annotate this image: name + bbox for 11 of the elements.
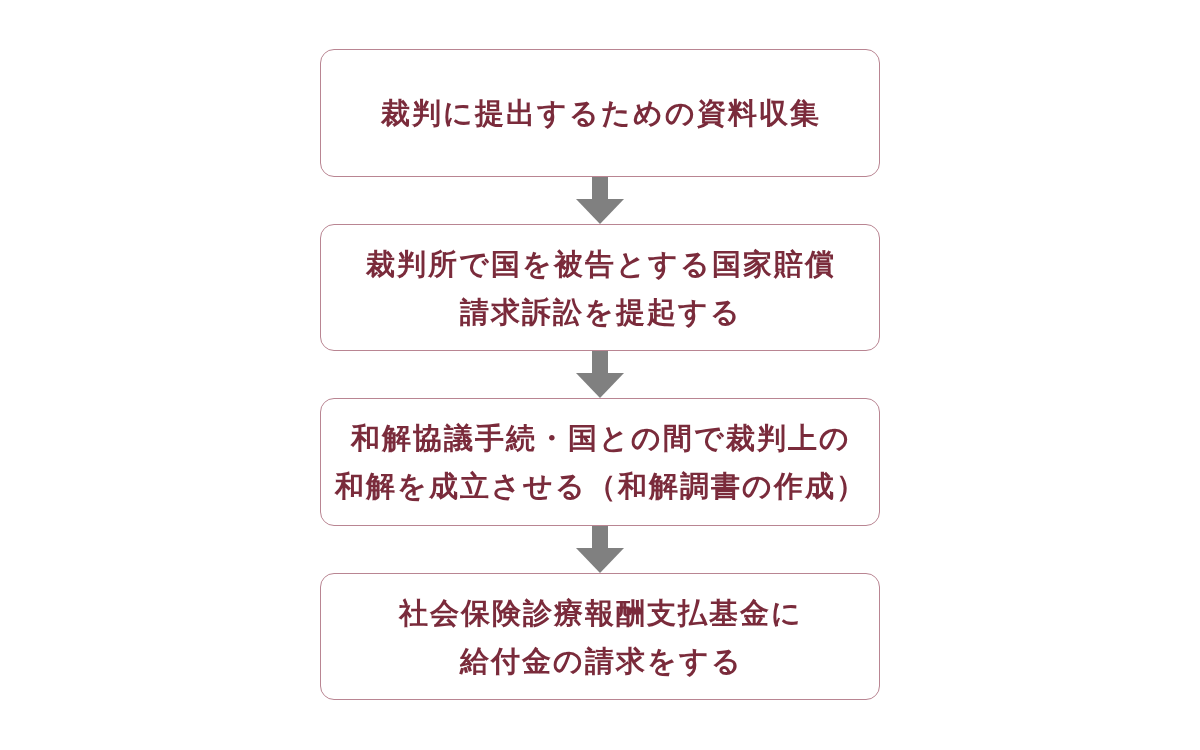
process-box (320, 573, 880, 700)
step-text: 社会保険診療報酬支払基金に給付金の請求をする (397, 594, 803, 680)
process-box (320, 224, 880, 351)
process-box (320, 49, 880, 177)
arrow (576, 177, 624, 224)
arrow (576, 351, 624, 398)
arrow (576, 526, 624, 573)
step-text: 裁判所で国を被告とする国家賠償請求訴訟を提起する (365, 245, 836, 331)
process-box (320, 398, 880, 526)
step-text: 裁判に提出するための資料収集 (380, 95, 821, 132)
step-text: 和解協議手続・国との間で裁判上の和解を成立させる（和解調書の作成） (333, 420, 867, 505)
